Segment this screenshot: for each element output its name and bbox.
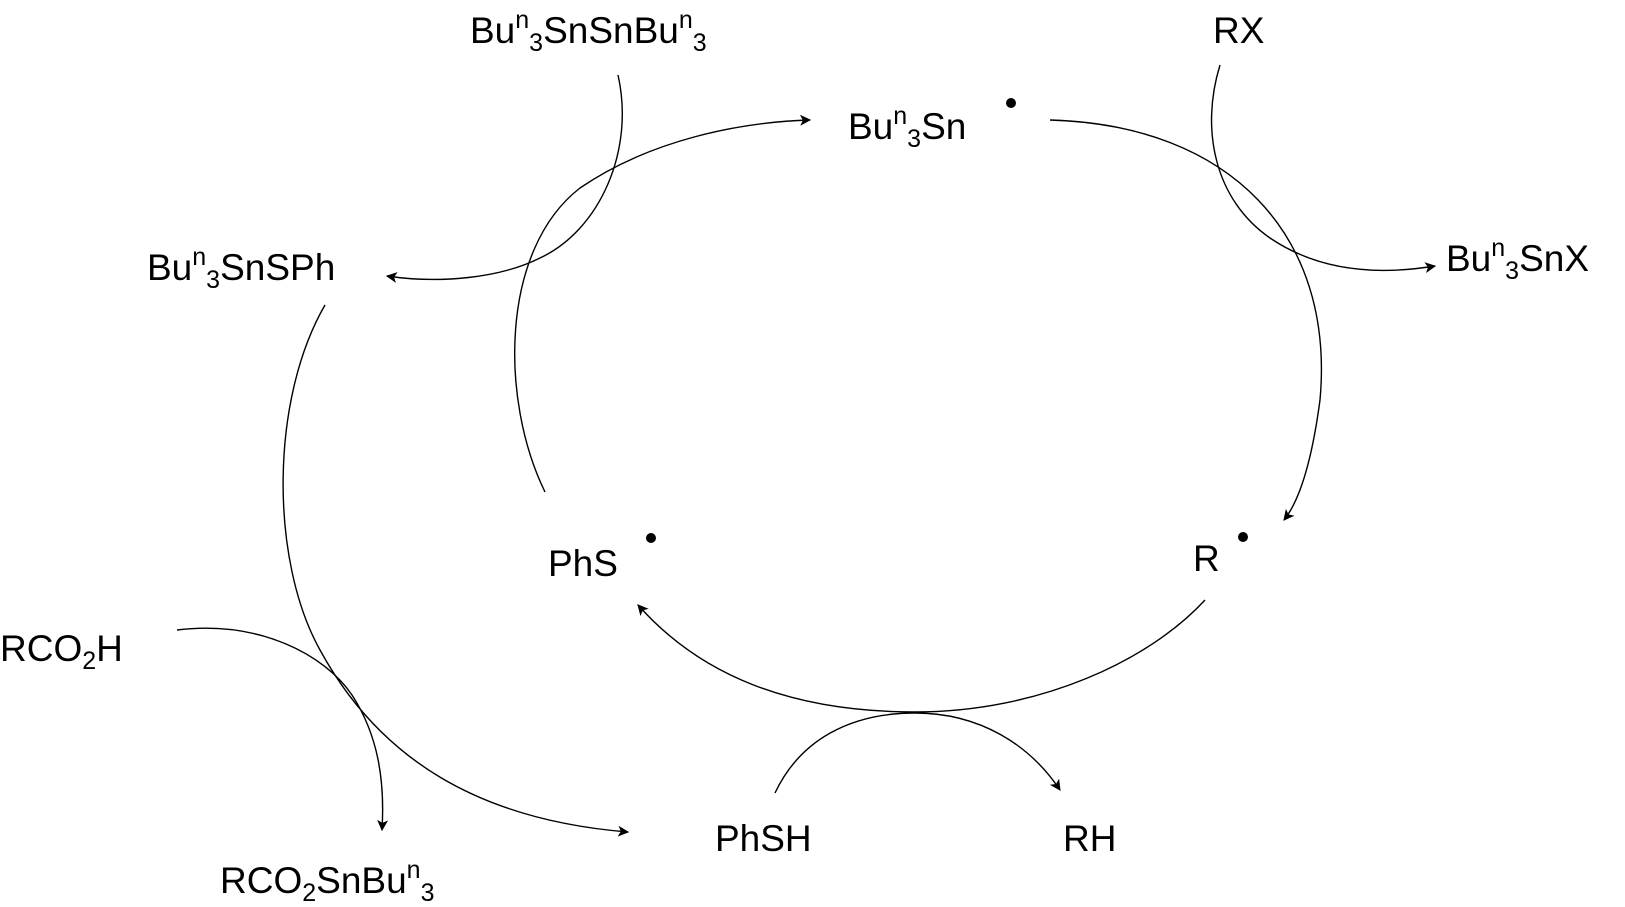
distannane-3b: 3 (692, 29, 707, 57)
distannane-snsnbu: SnSnBu (543, 10, 679, 51)
stannyl-sn: Sn (921, 106, 967, 147)
stannyl-ester-label: RCO2SnBun3 (220, 858, 434, 906)
arrow-distannane-to-sulfide (385, 74, 623, 283)
radical-dot-icon (1006, 98, 1016, 108)
stannyl-3: 3 (907, 125, 922, 153)
arrow-stannyl-to-alkyl (1049, 119, 1322, 521)
ester-2: 2 (302, 879, 317, 907)
stannyl-radical-label: Bun3Sn (848, 104, 967, 152)
sulfide-3: 3 (206, 266, 221, 294)
distannane-3a: 3 (529, 29, 544, 57)
arrow-thiophenol-to-alkane (774, 712, 1061, 794)
arrow-sulfide-to-thiophenol (282, 304, 630, 837)
ester-snbu: SnBu (316, 860, 407, 901)
sulfide-bu: Bu (147, 247, 193, 288)
ester-rco: RCO (220, 860, 303, 901)
rx-label: RX (1213, 10, 1265, 51)
alkane-label: RH (1063, 818, 1117, 859)
ester-3: 3 (420, 879, 435, 907)
distannane-bu: Bu (470, 10, 516, 51)
stannyl-halide-label: Bun3SnX (1446, 236, 1590, 284)
acid-h: H (96, 628, 123, 669)
distannane-label: Bun3SnSnBun3 (470, 8, 707, 56)
halide-3: 3 (1505, 257, 1520, 285)
thiophenol-label: PhSH (715, 818, 812, 859)
acid-rco: RCO (0, 628, 83, 669)
radical-dot-icon (1238, 532, 1248, 542)
thiyl-radical-label: PhS (548, 543, 618, 584)
acid-label: RCO2H (0, 628, 123, 674)
acid-2: 2 (82, 647, 97, 675)
stannyl-sulfide-label: Bun3SnSPh (147, 245, 336, 293)
distannane-n2: n (678, 6, 693, 34)
halide-n: n (1491, 234, 1506, 262)
sulfide-n: n (192, 243, 207, 271)
halide-bu: Bu (1446, 238, 1492, 279)
stannyl-n: n (893, 102, 908, 130)
arrow-alkyl-to-phs (637, 599, 1206, 713)
halide-snx: SnX (1519, 238, 1590, 279)
stannyl-bu: Bu (848, 106, 894, 147)
arrow-rx-to-stannyl-halide (1210, 64, 1437, 274)
alkyl-radical-label: R (1193, 538, 1220, 579)
radical-dot-icon (646, 533, 656, 543)
sulfide-snsph: SnSPh (220, 247, 336, 288)
arrow-phs-to-stannyl (514, 114, 812, 493)
arrow-acid-to-stannyl-ester (176, 627, 389, 832)
distannane-n1: n (515, 6, 530, 34)
ester-n: n (406, 856, 421, 884)
